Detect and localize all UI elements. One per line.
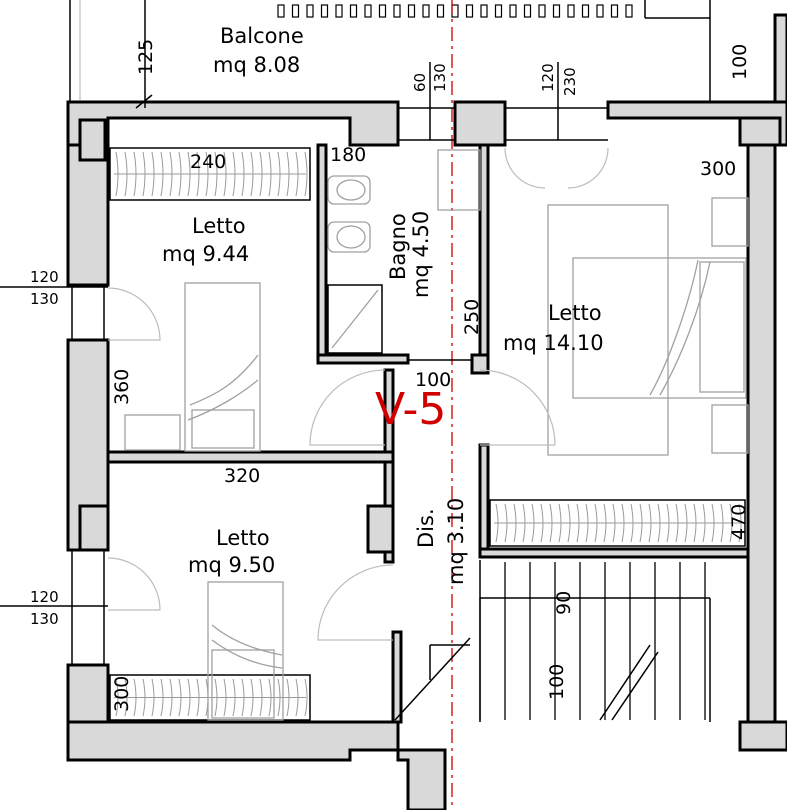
letto-2-name: Letto: [548, 301, 602, 325]
right-upper-wall: [773, 13, 787, 107]
letto-1-area: mq 9.44: [162, 242, 249, 266]
doors: [107, 147, 609, 641]
unit-label: V-5: [375, 384, 446, 435]
dim-win-bagno-top: 60: [411, 73, 429, 92]
dim-bagno-width: 180: [330, 144, 366, 166]
room-labels: Balcone mq 8.08 Letto mq 9.44 Bagno mq 4…: [162, 24, 604, 585]
letto-2-area: mq 14.10: [503, 331, 604, 355]
dim-wardrobe-1: 240: [190, 151, 226, 173]
dim-letto3-depth: 300: [111, 676, 133, 712]
balcone-area: mq 8.08: [213, 53, 300, 77]
dim-win-left-1-top: 120: [30, 268, 59, 286]
dim-win-left-2-bottom: 130: [30, 610, 59, 628]
dim-win-letto2-top: 120: [539, 63, 557, 92]
beds: [124, 197, 749, 721]
dim-win-left-1-bottom: 130: [30, 290, 59, 308]
balcone-name: Balcone: [220, 24, 304, 48]
staircase: [394, 560, 711, 722]
dim-letto2-depth: 470: [728, 504, 750, 540]
dim-win-bagno-bottom: 130: [431, 63, 449, 92]
dim-win-left-2-top: 120: [30, 588, 59, 606]
dim-bagno-depth: 250: [461, 299, 483, 335]
dim-win-letto2-bottom: 230: [561, 67, 579, 96]
dim-right-top: 100: [729, 44, 751, 80]
dis-area: mq 3.10: [444, 498, 468, 585]
letto-3-name: Letto: [216, 526, 270, 550]
dim-stair-flight: 90: [553, 591, 575, 615]
windows: [71, 107, 608, 665]
dimension-lines: [0, 0, 559, 607]
dim-letto1-depth: 360: [111, 369, 133, 405]
dim-balcone-depth: 125: [135, 39, 157, 75]
dim-letto2-width: 300: [700, 158, 736, 180]
dimension-texts: 125 100 60 130 120 230 240 180 300 120 1…: [30, 39, 751, 712]
dis-name: Dis.: [414, 508, 438, 548]
letto-3-area: mq 9.50: [188, 553, 275, 577]
dim-wardrobe-3: 320: [224, 465, 260, 487]
letto-1-name: Letto: [192, 214, 246, 238]
walls: [66, 100, 787, 810]
bagno-area: mq 4.50: [409, 211, 433, 298]
dim-door-width: 100: [415, 369, 451, 391]
bathroom-fixtures: [327, 149, 481, 354]
bagno-name: Bagno: [386, 213, 410, 280]
dim-stair-landing: 100: [546, 664, 568, 700]
